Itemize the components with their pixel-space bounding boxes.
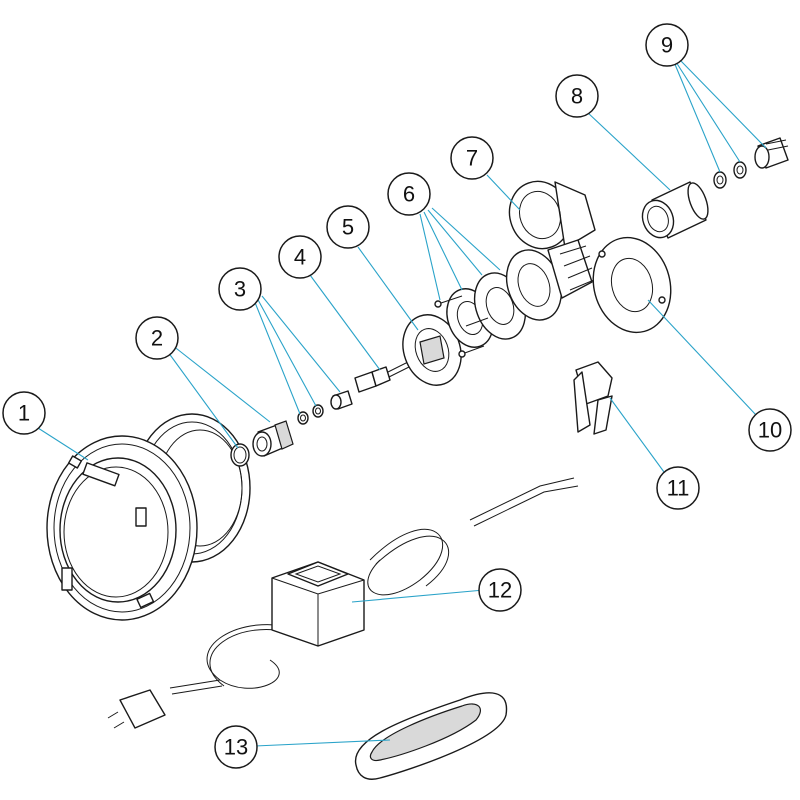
part-11-clip (573, 361, 613, 435)
callout-7: 7 (450, 136, 494, 180)
part-9-washers-gland (713, 137, 789, 189)
callout-11: 11 (656, 466, 700, 510)
part-13-remote (354, 692, 508, 780)
callout-label: 4 (294, 245, 306, 270)
callout-label: 8 (571, 84, 583, 109)
callout-label: 6 (403, 182, 415, 207)
part-2-nozzle-oring (230, 420, 294, 467)
callout-label: 13 (224, 735, 248, 760)
callout-10: 10 (748, 408, 792, 452)
callout-1: 1 (2, 391, 46, 435)
callout-label: 9 (661, 33, 673, 58)
callout-label: 12 (488, 578, 512, 603)
part-3-washers-nut (297, 390, 353, 425)
callout-9: 9 (645, 23, 689, 67)
callout-3: 3 (218, 267, 262, 311)
callout-label: 2 (151, 326, 163, 351)
callout-6: 6 (387, 172, 431, 216)
leader-lines (37, 59, 767, 747)
callout-label: 3 (234, 277, 246, 302)
callout-label: 5 (342, 215, 354, 240)
callout-13: 13 (214, 725, 258, 769)
callout-12: 12 (478, 568, 522, 612)
callout-label: 10 (758, 418, 782, 443)
part-7-union-body (505, 180, 596, 321)
callout-8: 8 (555, 74, 599, 118)
callout-label: 11 (667, 476, 690, 501)
part-10-wall-flange (592, 236, 672, 334)
callout-2: 2 (135, 316, 179, 360)
part-5-flange-plate (402, 314, 462, 386)
part-12-transformer (107, 477, 579, 729)
part-8-sleeve (641, 181, 709, 239)
part-4-connector-cable (354, 355, 422, 393)
callout-4: 4 (278, 235, 322, 279)
part-1-lamp-front (46, 413, 251, 621)
callout-label: 7 (466, 146, 478, 171)
callout-label: 1 (18, 401, 30, 426)
callout-5: 5 (326, 205, 370, 249)
